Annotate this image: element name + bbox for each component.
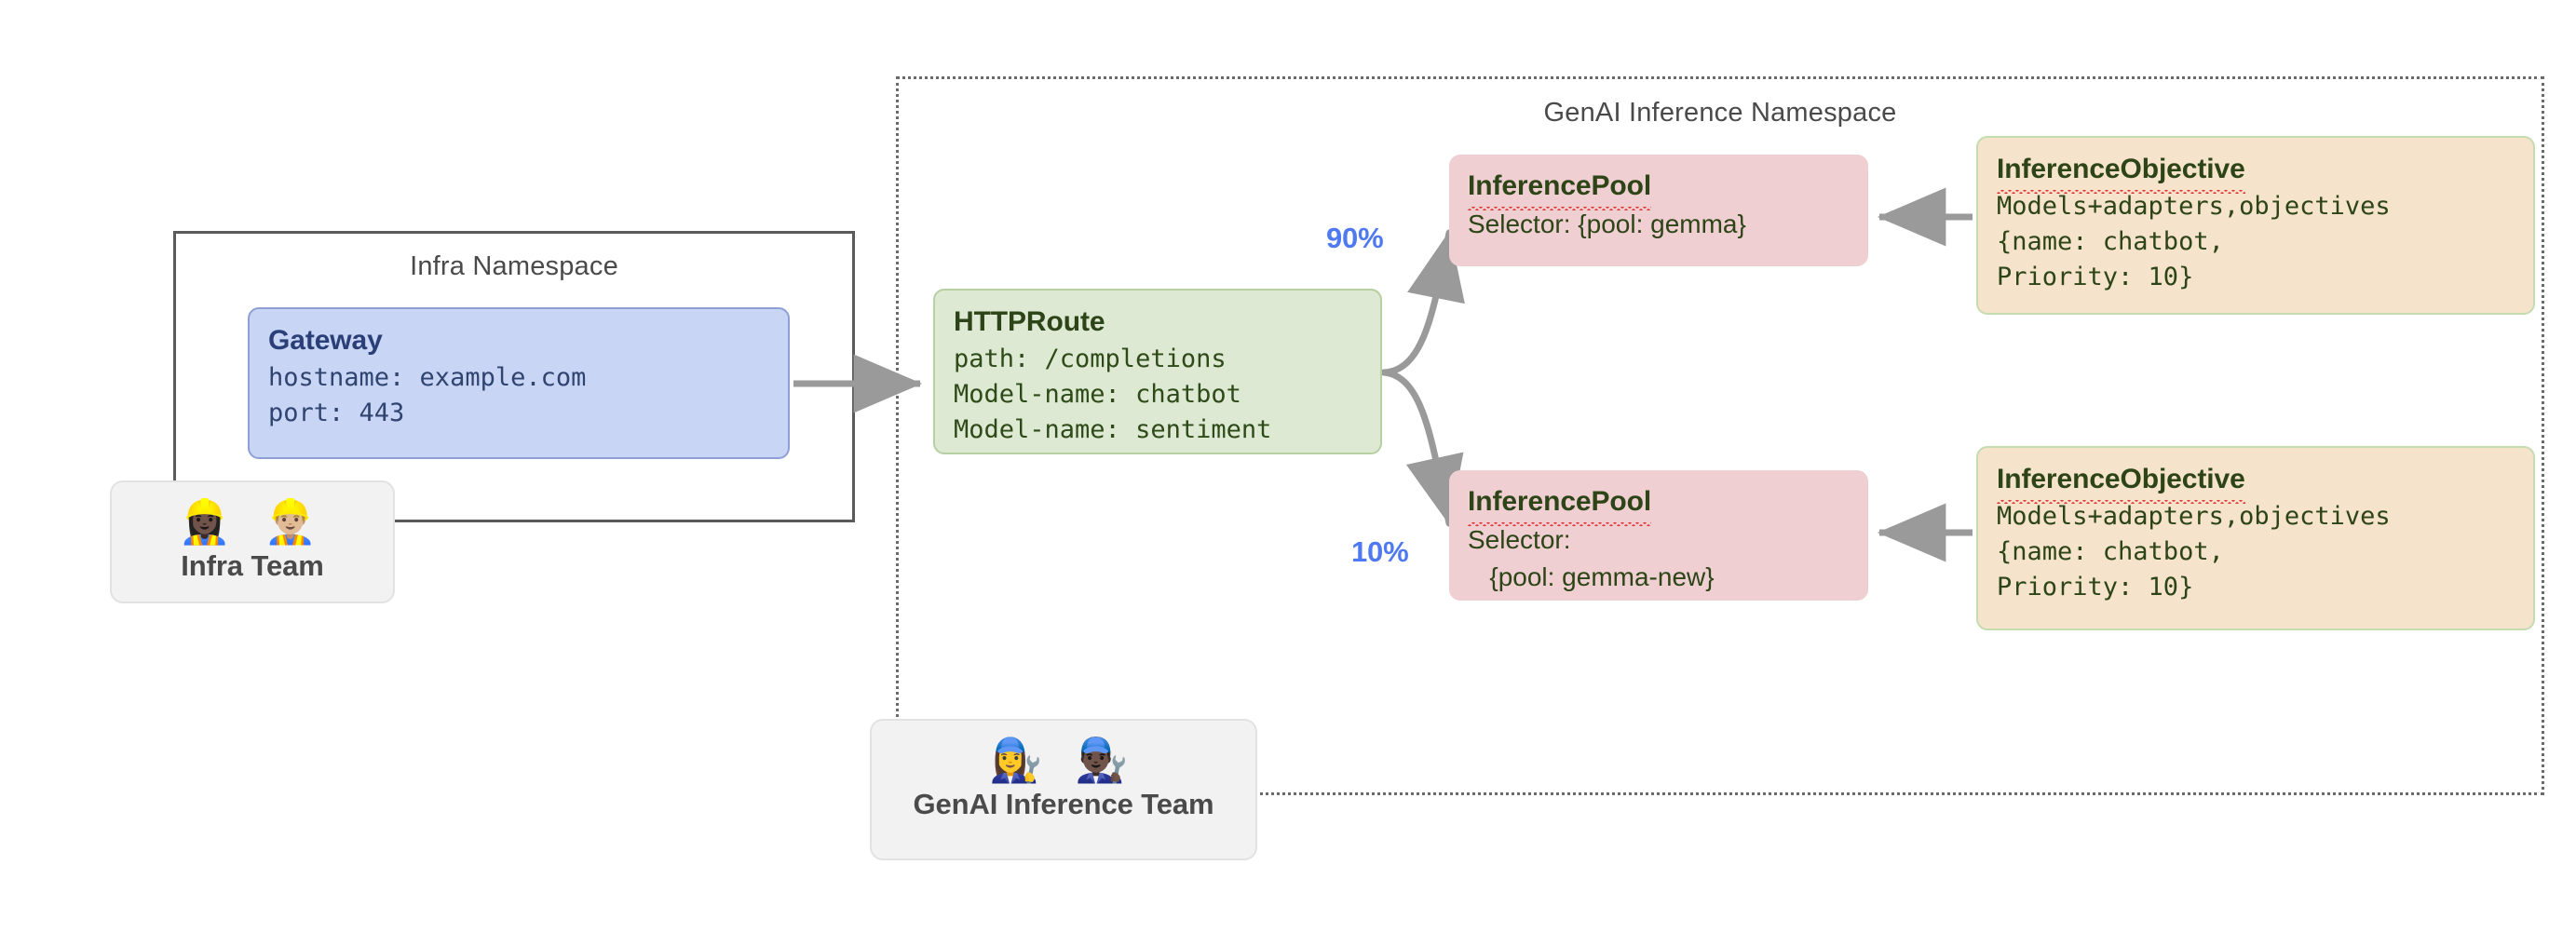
infra-team-chip[interactable]: 👷🏿‍♀️ 👷🏼‍♂️ Infra Team bbox=[110, 480, 395, 603]
httproute-title: HTTPRoute bbox=[954, 306, 1105, 337]
inferenceobjective-bottom-node[interactable]: InferenceObjective Models+adapters,objec… bbox=[1976, 446, 2535, 630]
inferencepool-gemma-new-body: Selector: {pool: gemma-new} bbox=[1468, 524, 1715, 591]
inferencepool-gemma-new-title: InferencePool bbox=[1468, 483, 1851, 526]
inferencepool-gemma-body: Selector: {pool: gemma} bbox=[1468, 209, 1746, 238]
inferenceobjective-top-body: Models+adapters,objectives {name: chatbo… bbox=[1997, 191, 2391, 292]
gateway-body: hostname: example.com port: 443 bbox=[268, 362, 587, 428]
inferenceobjective-top-title: InferenceObjective bbox=[1997, 151, 2516, 194]
inferenceobjective-bottom-title: InferenceObjective bbox=[1997, 461, 2516, 504]
inferenceobjective-bottom-body: Models+adapters,objectives {name: chatbo… bbox=[1997, 501, 2391, 602]
inferenceobjective-top-node[interactable]: InferenceObjective Models+adapters,objec… bbox=[1976, 136, 2535, 315]
spellcheck-squiggle: InferencePool bbox=[1468, 168, 1651, 210]
traffic-split-90-label: 90% bbox=[1326, 222, 1384, 254]
httproute-node[interactable]: HTTPRoute path: /completions Model-name:… bbox=[933, 289, 1382, 454]
gateway-node[interactable]: Gateway hostname: example.com port: 443 bbox=[248, 307, 790, 459]
spellcheck-squiggle: InferencePool bbox=[1468, 483, 1651, 526]
traffic-split-10-label: 10% bbox=[1351, 535, 1409, 568]
inferencepool-gemma-node[interactable]: InferencePool Selector: {pool: gemma} bbox=[1449, 155, 1868, 266]
inferencepool-gemma-new-node[interactable]: InferencePool Selector: {pool: gemma-new… bbox=[1449, 470, 1868, 601]
spellcheck-squiggle: InferenceObjective bbox=[1997, 151, 2245, 194]
infra-team-label: Infra Team bbox=[181, 549, 324, 583]
httproute-body: path: /completions Model-name: chatbot M… bbox=[954, 344, 1272, 445]
genai-inference-namespace-boundary bbox=[896, 76, 2544, 795]
genai-inference-team-chip[interactable]: 👩‍🔧 👨🏿‍🔧 GenAI Inference Team bbox=[870, 719, 1257, 860]
spellcheck-squiggle: InferenceObjective bbox=[1997, 461, 2245, 504]
inferencepool-gemma-title: InferencePool bbox=[1468, 168, 1851, 210]
mechanics-icon: 👩‍🔧 👨🏿‍🔧 bbox=[989, 735, 1138, 785]
infra-namespace-title: Infra Namespace bbox=[410, 251, 618, 281]
construction-workers-icon: 👷🏿‍♀️ 👷🏼‍♂️ bbox=[178, 496, 327, 547]
genai-inference-team-label: GenAI Inference Team bbox=[913, 788, 1214, 821]
genai-inference-namespace-title: GenAI Inference Namespace bbox=[1543, 98, 1897, 128]
gateway-title: Gateway bbox=[268, 325, 383, 356]
